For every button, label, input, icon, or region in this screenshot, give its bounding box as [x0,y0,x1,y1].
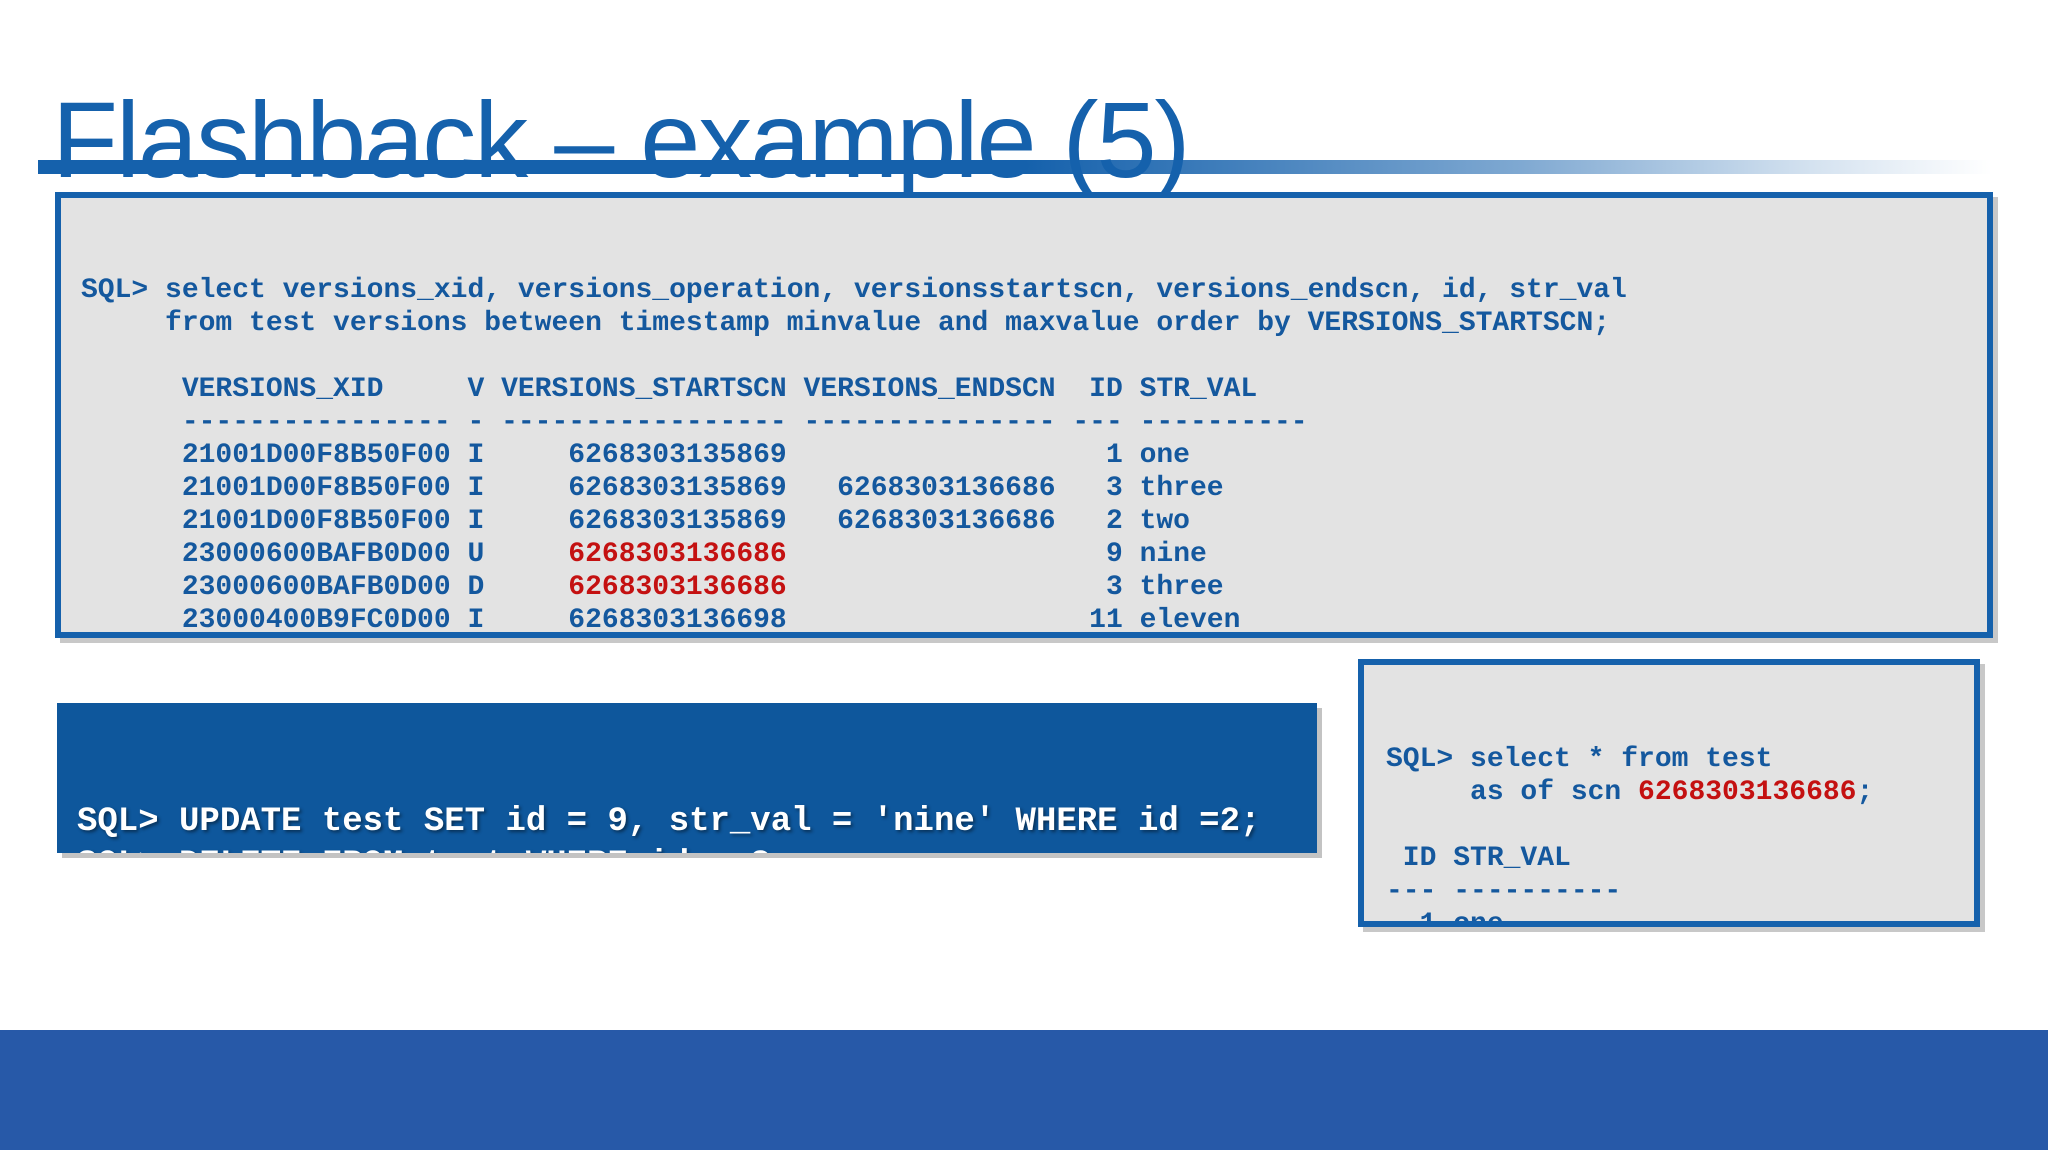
code-line: SQL> select versions_xid, versions_opera… [81,274,1987,307]
dml-statements-box: SQL> UPDATE test SET id = 9, str_val = '… [57,703,1317,853]
code-segment: 23000400B9FC0D00 I 6268303136698 11 elev… [81,605,1241,636]
code-line: 23000600BAFB0D00 U 6268303136686 9 nine [81,538,1987,571]
code-segment: ; [1856,777,1874,808]
flashback-query-output: SQL> select * from test as of scn 626830… [1386,743,1974,927]
code-segment: 21001D00F8B50F00 I 6268303135869 6268303… [81,506,1190,537]
code-segment: SQL> DELETE FROM test WHERE id = 3; [77,846,791,853]
code-segment: 23000600BAFB0D00 U [81,539,502,570]
dml-statements: SQL> UPDATE test SET id = 9, str_val = '… [77,801,1317,853]
code-segment: 21001D00F8B50F00 I 6268303135869 6268303… [81,473,1224,504]
code-segment: ID STR_VAL [1386,843,1571,874]
code-line: --- ---------- [1386,875,1974,908]
code-line: ---------------- - ----------------- ---… [81,406,1987,439]
code-segment: as of scn [1386,777,1639,808]
code-segment: SQL> UPDATE test SET id = 9, str_val = '… [77,803,1261,841]
code-line: from test versions between timestamp min… [81,307,1987,340]
code-line: 23000400B9FC0D00 I 6268303136698 10 ten [81,637,1987,638]
code-line: 21001D00F8B50F00 I 6268303135869 1 one [81,439,1987,472]
flashback-query-console: SQL> select * from test as of scn 626830… [1358,659,1980,927]
code-line: SQL> UPDATE test SET id = 9, str_val = '… [77,801,1317,844]
code-line: 1 one [1386,908,1974,927]
code-segment: 6268303136686 [501,572,787,603]
code-line [1386,809,1974,842]
code-line: 23000400B9FC0D00 I 6268303136698 11 elev… [81,604,1987,636]
title-rule [38,160,2012,174]
code-line: 21001D00F8B50F00 I 6268303135869 6268303… [81,472,1987,505]
code-line [81,340,1987,373]
code-segment: VERSIONS_XID V VERSIONS_STARTSCN VERSION… [81,374,1258,405]
code-segment: 9 nine [786,539,1207,570]
code-segment: --- ---------- [1386,876,1622,907]
code-line: SQL> DELETE FROM test WHERE id = 3; [77,844,1317,853]
code-segment: 6268303136686 [501,539,787,570]
code-segment: 3 three [786,572,1224,603]
code-segment: 23000600BAFB0D00 D [81,572,502,603]
versions-query-output: SQL> select versions_xid, versions_opera… [81,274,1987,638]
code-segment: ---------------- - ----------------- ---… [81,407,1308,438]
code-segment: SQL> select versions_xid, versions_opera… [81,275,1627,306]
code-line: SQL> select * from test [1386,743,1974,776]
code-segment: SQL> select * from test [1386,744,1773,775]
code-segment: 21001D00F8B50F00 I 6268303135869 1 one [81,440,1190,471]
code-line: 23000600BAFB0D00 D 6268303136686 3 three [81,571,1987,604]
code-line: 21001D00F8B50F00 I 6268303135869 6268303… [81,505,1987,538]
code-segment: from test versions between timestamp min… [81,308,1611,339]
code-line: as of scn 6268303136686; [1386,776,1974,809]
code-line: ID STR_VAL [1386,842,1974,875]
page-title: Flashback – example (5) [52,79,1191,201]
code-line: VERSIONS_XID V VERSIONS_STARTSCN VERSION… [81,373,1987,406]
footer-band: CERN Advanced SQL - Oracle tutorials – M… [0,1030,2048,1150]
code-segment: 6268303136686 [1638,777,1857,808]
code-segment: 1 one [1386,909,1504,927]
versions-query-console: SQL> select versions_xid, versions_opera… [55,192,1993,638]
